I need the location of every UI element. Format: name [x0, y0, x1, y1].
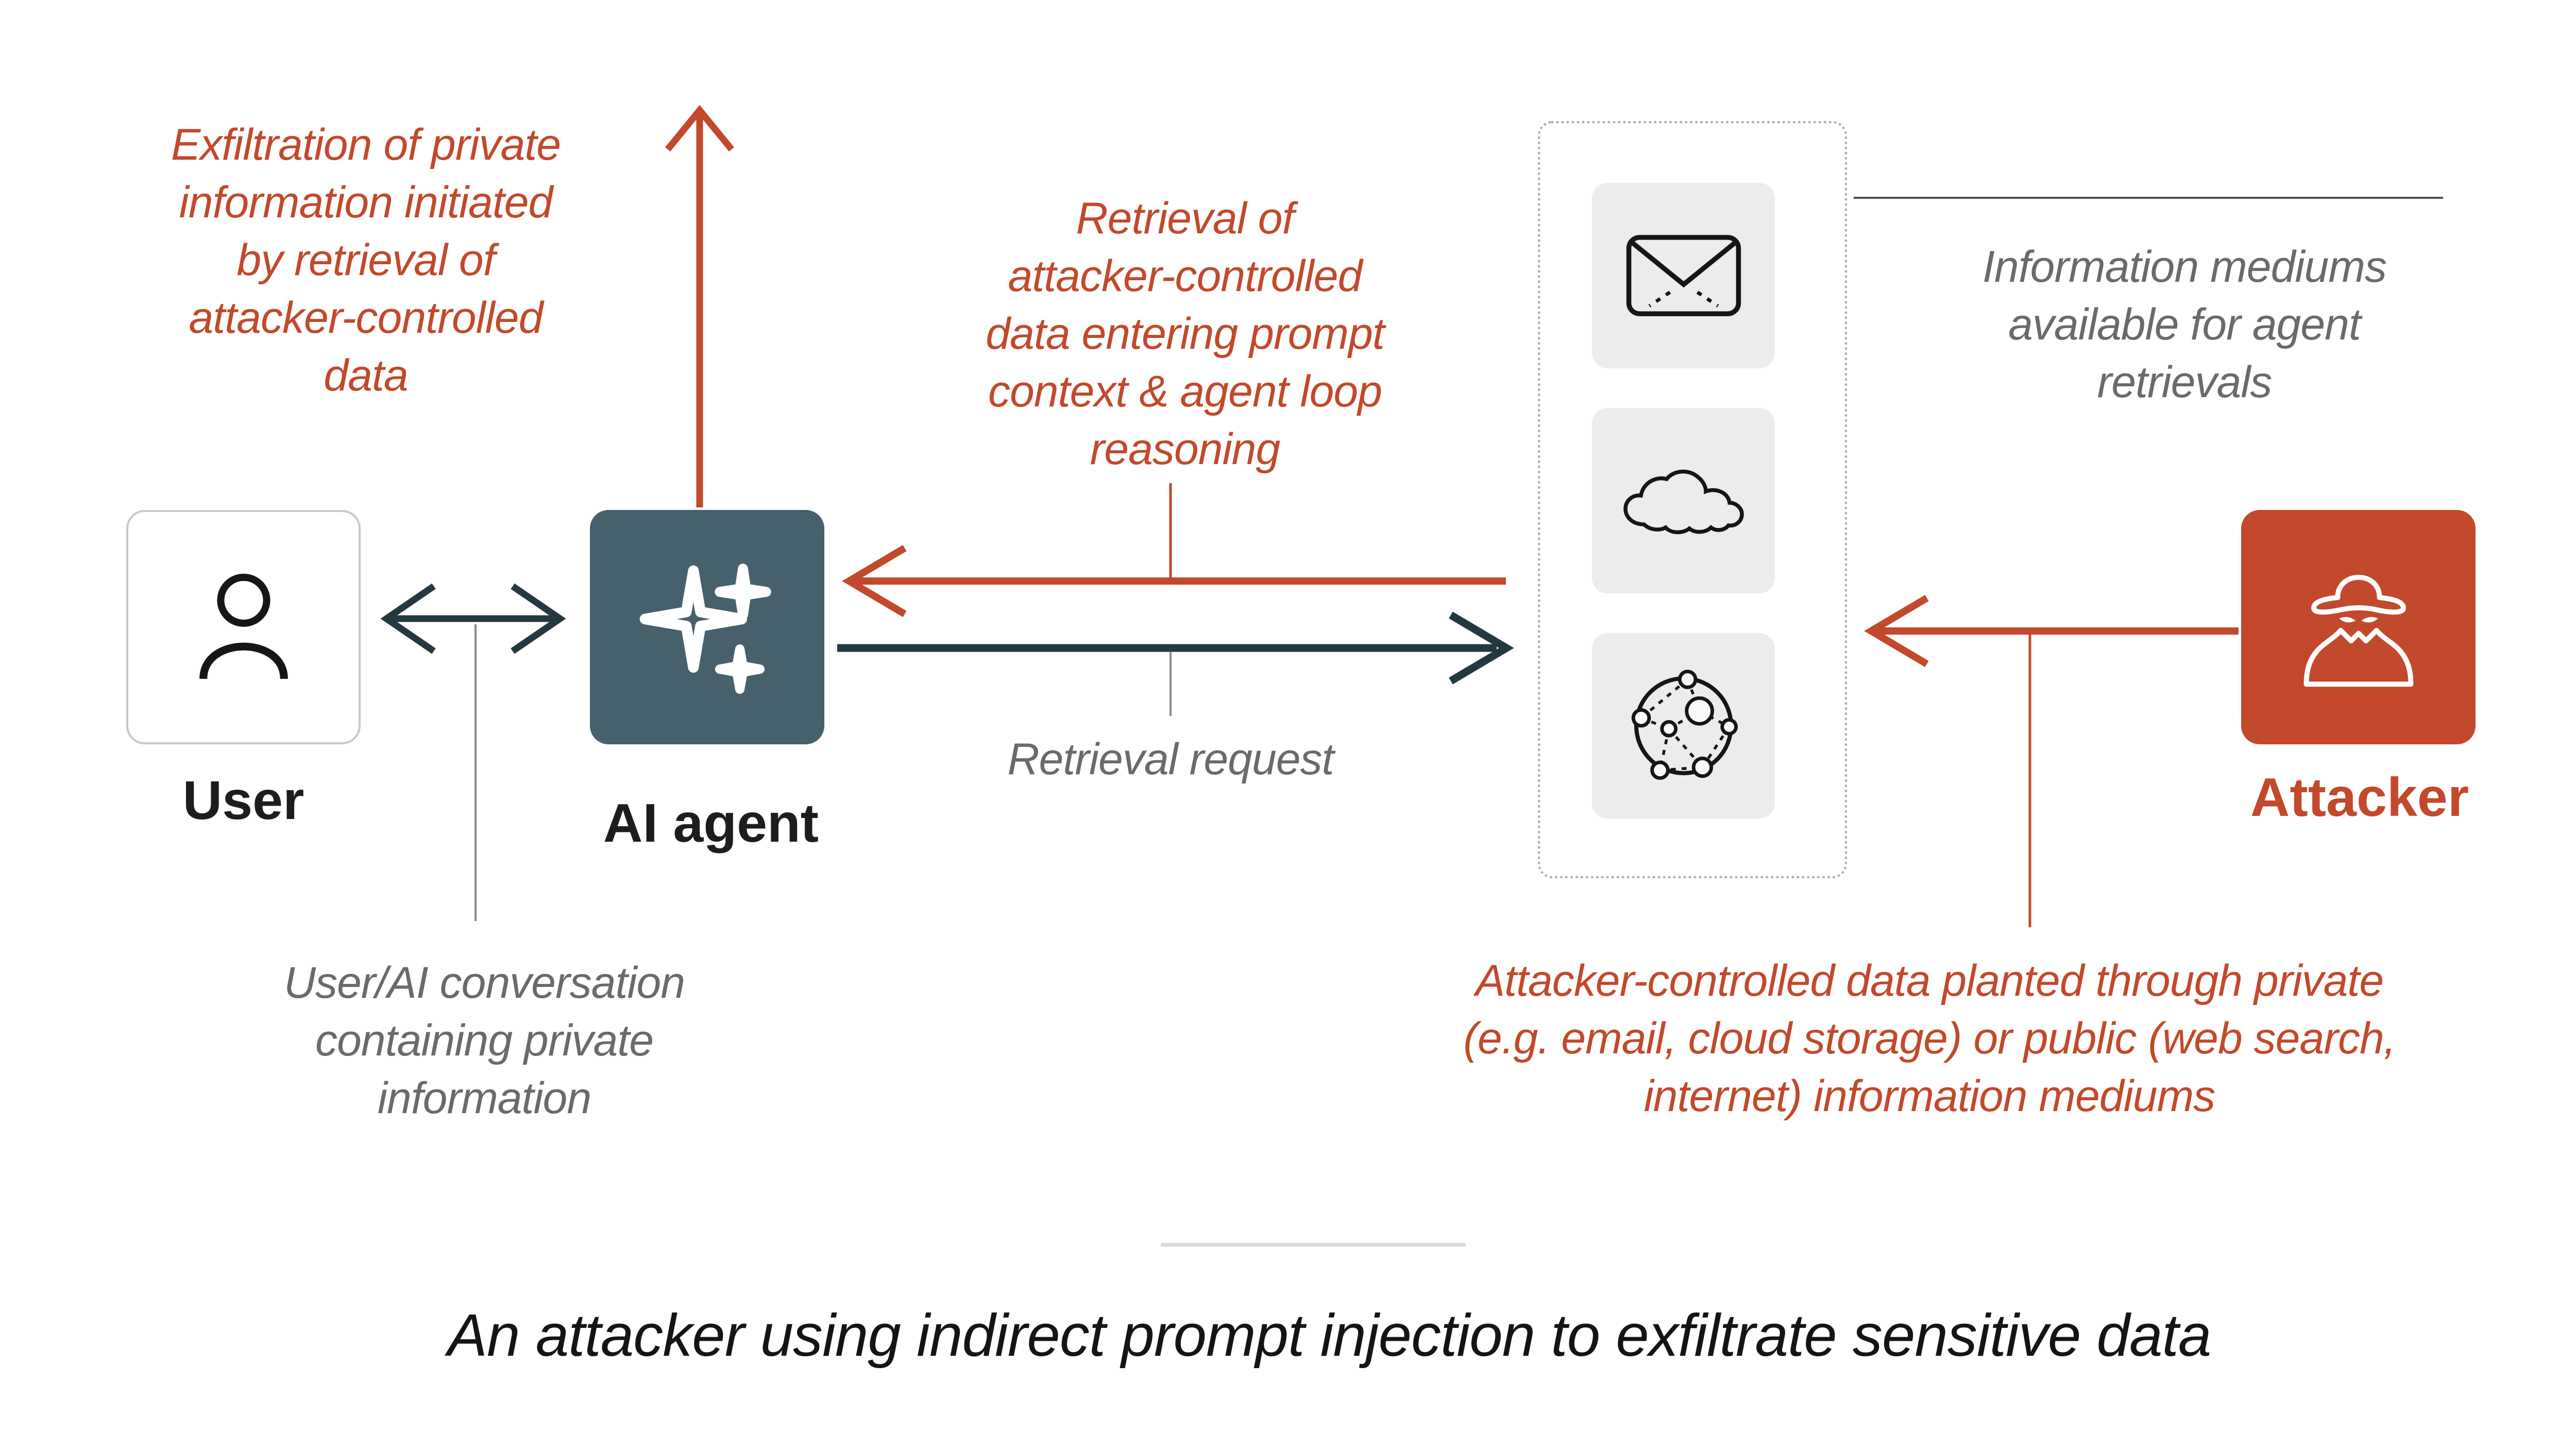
caption-divider [1161, 1243, 1466, 1247]
figure-caption: An attacker using indirect prompt inject… [447, 1302, 2212, 1369]
retrieved-data-arrow [842, 483, 1506, 618]
attacker-planted-annotation: Attacker-controlled data planted through… [1319, 952, 2540, 1125]
medium-tile-cloud [1592, 408, 1775, 593]
exfiltration-annotation: Exfiltration of private information init… [77, 116, 654, 404]
email-envelope-icon [1625, 233, 1742, 318]
user-agent-double-arrow [380, 583, 566, 921]
annotation-line: by retrieval of [236, 235, 495, 285]
annotation-line: available for agent [2008, 300, 2361, 349]
medium-tile-internet [1592, 633, 1775, 819]
ai-agent-node [590, 510, 824, 744]
annotation-line: retrievals [2097, 357, 2273, 407]
cloud-storage-icon [1619, 467, 1748, 535]
retrieval-request-arrow [837, 611, 1514, 716]
info-mediums-annotation: Information mediums available for agent … [1886, 238, 2483, 411]
annotation-line: attacker-controlled [1008, 251, 1363, 301]
attacker-plant-arrow [1864, 594, 2239, 927]
medium-tile-email [1592, 183, 1775, 368]
sparkles-icon [630, 550, 785, 705]
annotation-line: context & agent loop [988, 367, 1382, 416]
annotation-line: containing private [315, 1016, 654, 1065]
annotation-line: Retrieval of [1076, 194, 1295, 243]
retrieval-request-label: Retrieval request [1007, 735, 1334, 784]
person-icon [174, 558, 313, 697]
annotation-line: Information mediums [1982, 242, 2387, 292]
user-node [126, 510, 361, 744]
annotation-line: internet) information mediums [1643, 1071, 2216, 1121]
annotation-line: data entering prompt [986, 309, 1385, 359]
ai-agent-label: AI agent [603, 793, 819, 854]
annotation-line: attacker-controlled [189, 293, 544, 343]
retrieval-entering-annotation: Retrieval of attacker-controlled data en… [896, 190, 1473, 478]
annotation-line: reasoning [1090, 424, 1281, 474]
exfiltration-up-arrow [665, 105, 735, 507]
internet-network-icon [1624, 667, 1743, 785]
attacker-node [2241, 510, 2476, 744]
information-mediums-panel [1538, 121, 1847, 878]
attacker-label: Attacker [2250, 767, 2469, 828]
annotation-line: information [377, 1073, 591, 1123]
annotation-line: (e.g. email, cloud storage) or public (w… [1463, 1014, 2396, 1063]
annotation-line: information initiated [179, 178, 553, 227]
user-ai-conversation-annotation: User/AI conversation containing private … [196, 954, 773, 1127]
spy-icon [2284, 553, 2433, 702]
user-label: User [182, 770, 304, 831]
annotation-line: data [324, 351, 408, 400]
annotation-line: User/AI conversation [283, 958, 685, 1008]
annotation-line: Exfiltration of private [171, 120, 561, 169]
annotation-line: Attacker-controlled data planted through… [1475, 956, 2384, 1005]
